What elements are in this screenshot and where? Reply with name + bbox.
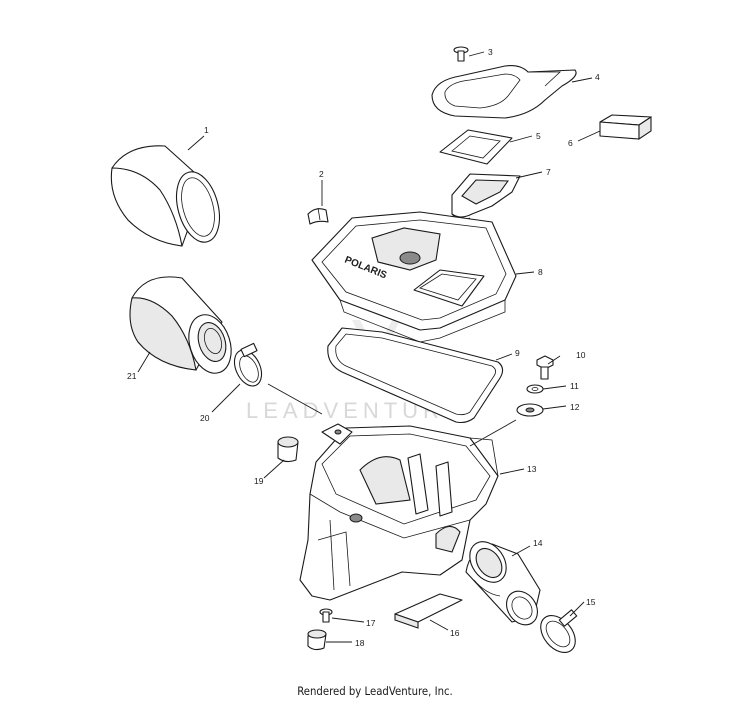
- part-intake-boot[interactable]: [462, 535, 544, 631]
- callout-1: 1: [204, 125, 209, 135]
- part-gasket[interactable]: [439, 129, 513, 165]
- callout-8: 8: [538, 267, 543, 277]
- part-filter-wrap[interactable]: [110, 145, 226, 247]
- part-inlet-adapter[interactable]: [451, 173, 521, 223]
- callout-labels: 1 2 3 4 5 6 7 8 9 10 11 12 13 14 15 16 1…: [127, 47, 600, 648]
- callout-16: 16: [450, 628, 460, 638]
- callout-11: 11: [570, 381, 579, 391]
- part-plug[interactable]: [277, 436, 299, 463]
- part-washer[interactable]: [526, 384, 544, 394]
- callout-7: 7: [546, 167, 551, 177]
- callout-15: 15: [586, 597, 596, 607]
- part-airbox-lid[interactable]: POLARIS: [311, 211, 517, 343]
- callout-21: 21: [127, 371, 137, 381]
- part-bolt[interactable]: [536, 355, 554, 380]
- part-duct-cover[interactable]: [431, 65, 577, 119]
- callout-6: 6: [568, 138, 573, 148]
- part-foam-pad[interactable]: [394, 593, 463, 629]
- footer-credit: Rendered by LeadVenture, Inc.: [297, 684, 453, 698]
- part-filter-element[interactable]: [129, 276, 238, 379]
- part-clamp-large[interactable]: [534, 609, 582, 659]
- part-grommet[interactable]: [516, 403, 544, 417]
- callout-14: 14: [533, 538, 543, 548]
- callout-2: 2: [319, 169, 324, 179]
- part-cap[interactable]: [307, 629, 327, 651]
- part-pin[interactable]: [319, 608, 333, 623]
- callout-5: 5: [536, 131, 541, 141]
- callout-19: 19: [254, 476, 264, 486]
- part-foam-block[interactable]: [599, 114, 652, 141]
- part-clip[interactable]: [307, 207, 329, 225]
- callout-18: 18: [355, 638, 365, 648]
- part-clamp-small[interactable]: [229, 342, 267, 390]
- part-seal[interactable]: [327, 327, 504, 424]
- callout-9: 9: [515, 348, 520, 358]
- callout-13: 13: [527, 464, 537, 474]
- part-airbox-base[interactable]: [299, 423, 499, 601]
- callout-10: 10: [576, 350, 586, 360]
- callout-17: 17: [366, 618, 376, 628]
- callout-3: 3: [488, 47, 493, 57]
- callout-4: 4: [595, 72, 600, 82]
- callout-12: 12: [570, 402, 580, 412]
- callout-20: 20: [200, 413, 210, 423]
- leader-lines: [137, 51, 601, 643]
- part-screw[interactable]: [453, 46, 469, 62]
